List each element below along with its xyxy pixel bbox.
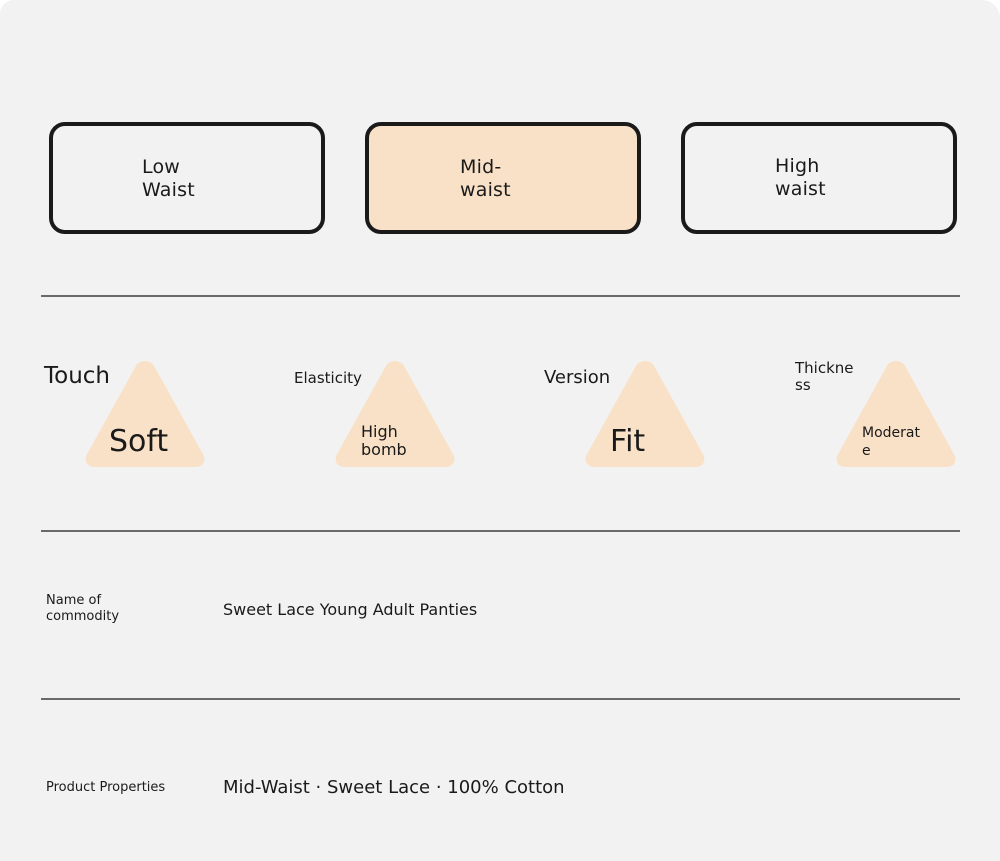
waist-option-low[interactable]: Low Waist — [49, 122, 325, 234]
waist-option-label: High waist — [775, 155, 826, 200]
attribute-title-version: Version — [544, 367, 611, 388]
attribute-title-touch: Touch — [44, 363, 111, 389]
attribute-badge-thickness: Moderate — [835, 360, 957, 468]
attribute-badge-version: Fit — [584, 360, 706, 468]
waist-option-high[interactable]: High waist — [681, 122, 957, 234]
triangle-badge-icon — [585, 361, 705, 467]
attribute-value-elasticity: High bomb — [361, 422, 407, 459]
attribute-title-thickness: Thickness — [795, 359, 854, 394]
triangle-badge-icon — [85, 361, 205, 467]
commodity-name-label: Name of commodity — [46, 593, 120, 624]
divider — [41, 698, 960, 700]
attribute-badge-elasticity: High bomb — [334, 360, 456, 468]
product-properties-label: Product Properties — [46, 780, 166, 795]
attribute-value-version: Fit — [610, 424, 646, 459]
commodity-name-value: Sweet Lace Young Adult Panties — [223, 600, 478, 619]
attribute-badge-touch: Soft — [84, 360, 206, 468]
divider — [41, 530, 960, 532]
waist-option-mid[interactable]: Mid-waist — [365, 122, 641, 234]
product-properties-value: Mid-Waist · Sweet Lace · 100% Cotton — [223, 777, 565, 798]
attribute-value-touch: Soft — [109, 424, 169, 459]
waist-option-label: Low Waist — [142, 156, 195, 201]
attribute-value-thickness: Moderate — [862, 425, 920, 459]
triangle-badge-icon — [335, 361, 455, 467]
triangle-badge-icon — [836, 361, 956, 467]
divider — [41, 295, 960, 297]
attribute-title-elasticity: Elasticity — [294, 369, 362, 387]
waist-option-label: Mid-waist — [460, 156, 511, 201]
